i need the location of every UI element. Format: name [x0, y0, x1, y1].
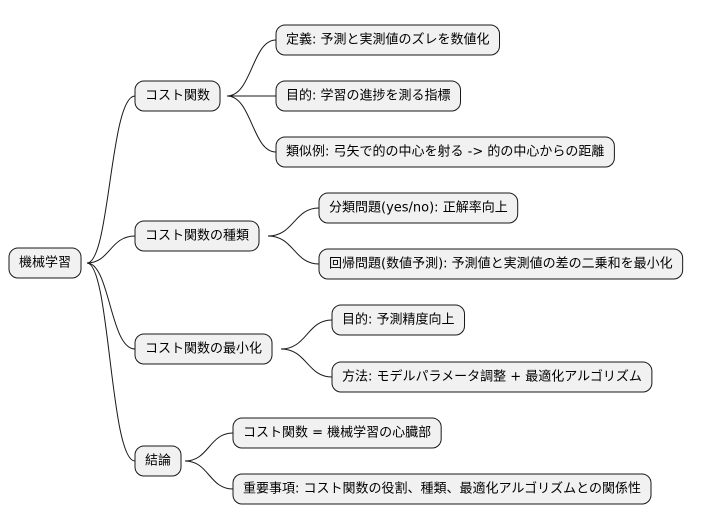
edge-root-branch-1: [86, 95, 136, 264]
branch-label: コスト関数の最小化: [145, 342, 262, 357]
leaf-label: 重要事項: コスト関数の役割、種類、最適化アルゴリズムとの関係性: [243, 481, 641, 497]
leaf-label: 目的: 学習の進捗を測る指標: [286, 88, 451, 104]
leaf-label: 類似例: 弓矢で的の中心を射る -> 的の中心からの距離: [286, 144, 604, 160]
root-node-label: 機械学習: [19, 255, 71, 271]
leaf-node-purpose: 目的: 学習の進捗を測る指標: [275, 80, 462, 112]
leaf-label: 目的: 予測精度向上: [342, 312, 455, 328]
leaf-node-analogy: 類似例: 弓矢で的の中心を射る -> 的の中心からの距離: [275, 136, 615, 168]
edge-b1-c3: [226, 95, 277, 153]
leaf-node-important: 重要事項: コスト関数の役割、種類、最適化アルゴリズムとの関係性: [232, 473, 652, 505]
branch-node-cost-function: コスト関数: [134, 80, 221, 112]
leaf-node-definition: 定義: 予測と実測値のズレを数値化: [275, 24, 501, 56]
leaf-node-regression: 回帰問題(数値予測): 予測値と実測値の差の二乗和を最小化: [318, 248, 684, 280]
branch-node-cost-function-types: コスト関数の種類: [134, 220, 260, 252]
branch-label: コスト関数の種類: [145, 228, 249, 244]
edge-b4-c1: [184, 432, 234, 462]
edge-root-branch-4: [86, 262, 136, 462]
root-node: 機械学習: [8, 247, 82, 279]
branch-node-cost-function-minimization: コスト関数の最小化: [134, 333, 273, 365]
edge-b3-c1: [280, 319, 333, 350]
root-edges: [86, 95, 136, 462]
leaf-node-classification: 分類問題(yes/no): 正解率向上: [318, 192, 519, 224]
leaf-label: 分類問題(yes/no): 正解率向上: [329, 200, 508, 216]
leaf-node-min-method: 方法: モデルパラメータ調整 + 最適化アルゴリズム: [331, 361, 653, 393]
branch-label: コスト関数: [145, 89, 210, 104]
leaf-label: 回帰問題(数値予測): 予測値と実測値の差の二乗和を最小化: [329, 256, 673, 272]
branch-label: 結論: [145, 453, 171, 469]
edge-b2-c2: [267, 235, 320, 265]
branch-node-conclusion: 結論: [134, 445, 182, 477]
edge-b2-c1: [267, 207, 320, 237]
leaf-label: コスト関数 = 機械学習の心臓部: [243, 425, 431, 441]
child-edges: [184, 39, 333, 490]
leaf-node-min-purpose: 目的: 予測精度向上: [331, 304, 466, 336]
edge-root-branch-3: [86, 262, 136, 350]
leaf-label: 方法: モデルパラメータ調整 + 最適化アルゴリズム: [342, 369, 642, 385]
edge-b4-c2: [184, 460, 234, 490]
edge-root-branch-2: [86, 235, 136, 264]
leaf-node-heart: コスト関数 = 機械学習の心臓部: [232, 417, 442, 449]
edge-b3-c2: [280, 348, 333, 378]
edge-b1-c1: [226, 39, 277, 97]
leaf-label: 定義: 予測と実測値のズレを数値化: [286, 32, 490, 48]
